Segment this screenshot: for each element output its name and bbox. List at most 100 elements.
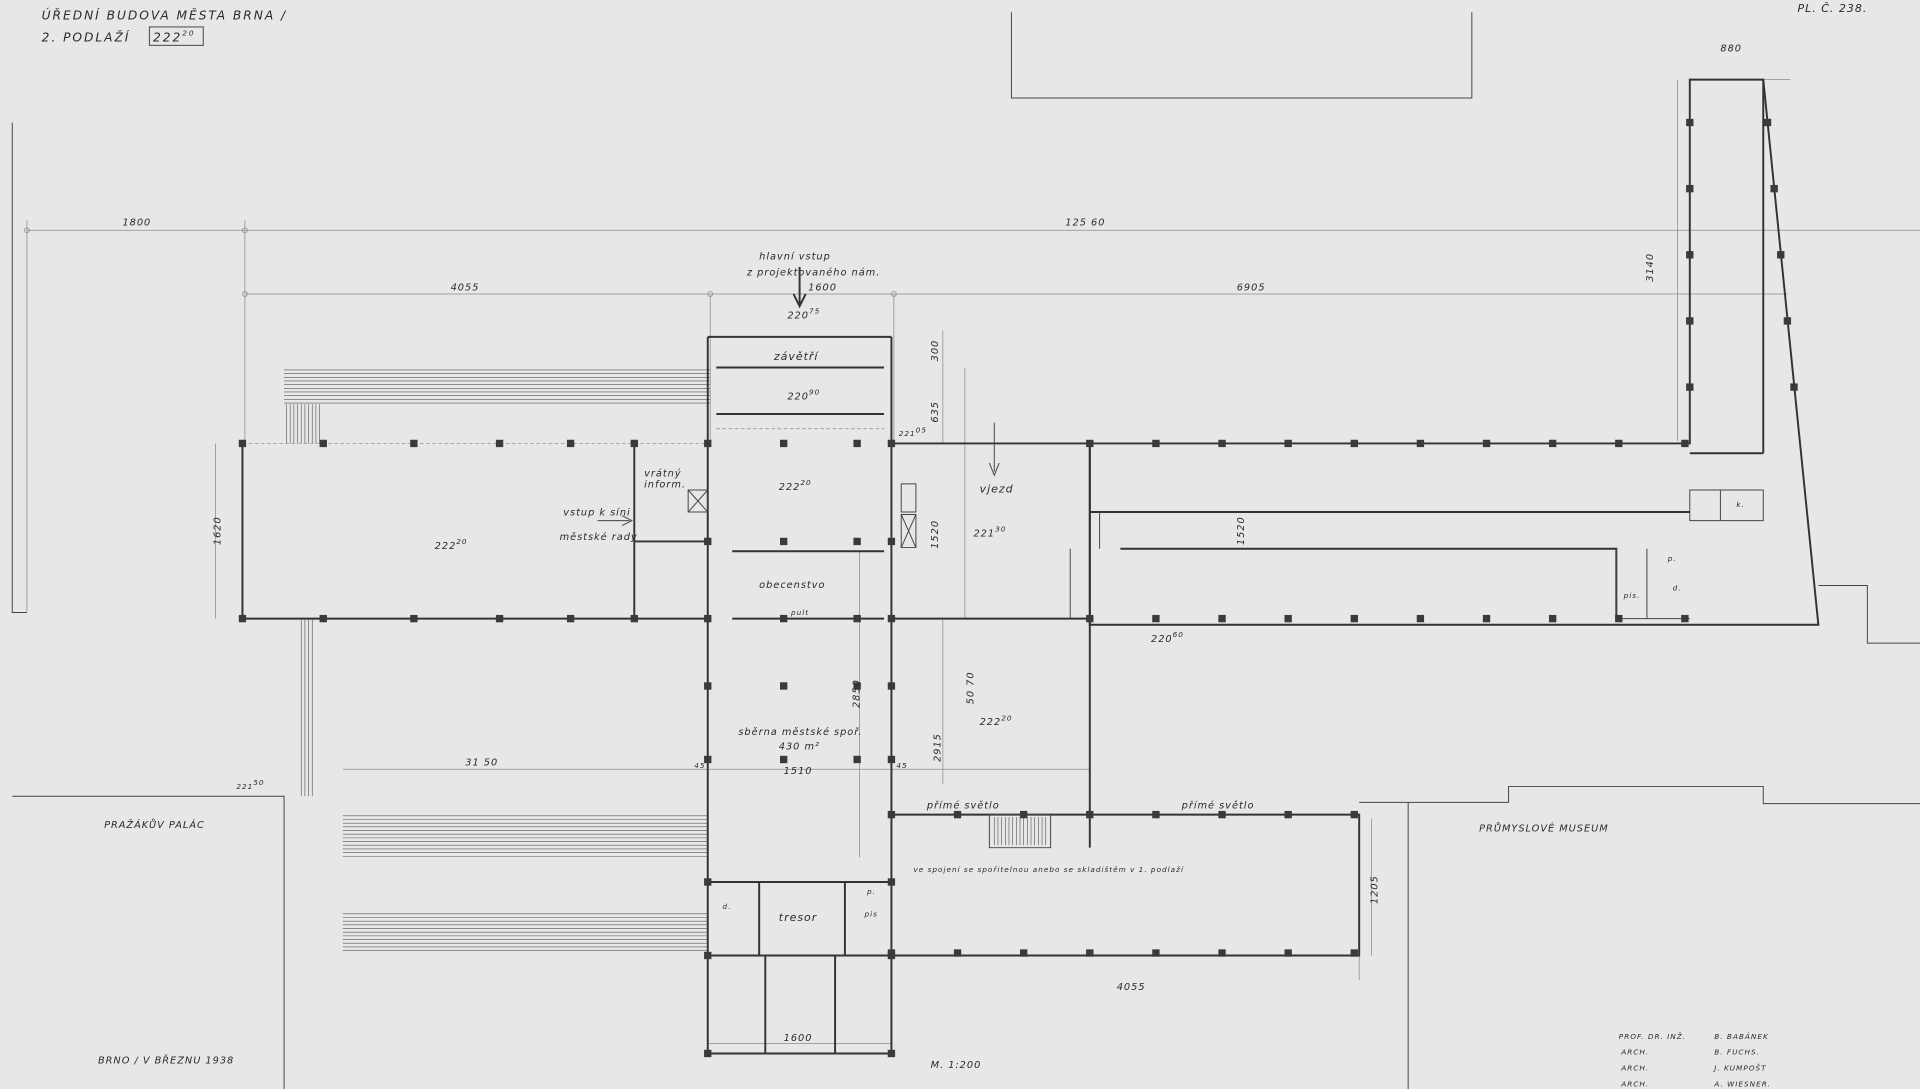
label-room: p.: [866, 887, 876, 896]
label-room: pis: [863, 909, 877, 918]
elevation-mark: 22075: [787, 307, 820, 322]
column: [887, 614, 896, 623]
dim-text: 45: [896, 761, 907, 770]
label-prazak-palace: PRAŽÁKŮV PALÁC: [104, 818, 205, 831]
column: [566, 614, 575, 623]
dimension-lines: [24, 79, 1920, 1054]
column: [780, 439, 788, 448]
column: [780, 682, 788, 690]
column: [1686, 383, 1694, 391]
dim-text: 1600: [808, 282, 837, 293]
elevation-mark: 22105: [899, 425, 927, 438]
column: [953, 949, 962, 957]
label-porter: vrátný: [644, 468, 682, 480]
column: [566, 439, 575, 448]
column: [410, 439, 418, 448]
column: [1152, 810, 1160, 819]
column: [1777, 251, 1785, 259]
dim-text: 1520: [930, 520, 941, 549]
column: [853, 755, 861, 764]
column: [410, 614, 418, 623]
column: [704, 439, 712, 448]
column: [704, 878, 712, 886]
main-entrance-arrow: [792, 267, 807, 309]
column: [953, 810, 962, 819]
column: [1482, 614, 1491, 623]
top-neighbour-outline: [1010, 12, 1473, 99]
dim-text: 635: [930, 401, 941, 423]
column: [1763, 118, 1772, 127]
column: [887, 878, 896, 886]
author-name: B. FUCHS.: [1714, 1048, 1760, 1057]
column: [887, 951, 896, 960]
elevation-mark: 22130: [973, 525, 1006, 540]
label-council-entrance: vstup k síni: [563, 507, 630, 519]
column: [495, 439, 504, 448]
place-date: BRNO / V BŘEZNU 1938: [98, 1053, 234, 1066]
floor-level-box: [148, 26, 204, 46]
column: [853, 537, 861, 546]
column: [1770, 184, 1778, 193]
label-industrial-museum: PRŮMYSLOVÉ MUSEUM: [1479, 822, 1609, 835]
column: [1350, 949, 1358, 957]
column: [1218, 439, 1226, 448]
ground-line-right: [1359, 585, 1920, 1089]
dim-text: 6905: [1237, 282, 1266, 293]
column: [1020, 949, 1028, 957]
label-vault: tresor: [779, 911, 818, 924]
elevation-mark: 22220: [435, 537, 468, 552]
column: [887, 682, 896, 690]
column: [853, 682, 861, 690]
author-name: B. BABÁNEK: [1714, 1032, 1769, 1041]
column: [1548, 614, 1557, 623]
column: [1790, 383, 1798, 391]
dim-text: 3140: [1645, 253, 1656, 282]
column: [1152, 439, 1160, 448]
column: [630, 614, 638, 623]
label-room: pis.: [1623, 591, 1641, 600]
columns: [238, 118, 1798, 1058]
column: [780, 537, 788, 546]
column: [1783, 317, 1792, 325]
label-room: d.: [722, 902, 731, 911]
column: [238, 614, 247, 623]
dim-text: 4055: [1117, 982, 1146, 993]
scale-label: M. 1:200: [931, 1060, 982, 1071]
elevation-mark: 22060: [1151, 630, 1184, 645]
column: [1218, 810, 1226, 819]
column: [780, 755, 788, 764]
sheet-number: PL. Č. 238.: [1798, 2, 1868, 15]
column: [1350, 614, 1358, 623]
label-zaveti: závětří: [773, 350, 820, 363]
elevation-mark: 22090: [787, 387, 820, 402]
dim-text: 880: [1720, 43, 1742, 54]
column: [1284, 810, 1292, 819]
column: [704, 614, 712, 623]
author-name: J. KUMPOŠT: [1712, 1064, 1766, 1073]
column: [1152, 614, 1160, 623]
dim-text: 2850: [852, 679, 863, 708]
column: [1218, 614, 1226, 623]
label-driveway: vjezd: [980, 482, 1014, 495]
column: [1686, 118, 1694, 127]
column: [1350, 810, 1358, 819]
column: [1482, 439, 1491, 448]
drawing-title: ÚŘEDNÍ BUDOVA MĚSTA BRNA /: [42, 8, 287, 23]
label-savings-office: sběrna městské spoř.: [738, 726, 862, 738]
column: [1020, 810, 1028, 819]
column: [1615, 439, 1623, 448]
column: [1152, 949, 1160, 957]
column: [1218, 949, 1226, 957]
author-role: ARCH.: [1620, 1080, 1649, 1089]
dim-text: 125 60: [1065, 217, 1105, 228]
column: [1086, 439, 1094, 448]
walls: [241, 78, 1820, 1055]
column: [1681, 614, 1689, 623]
column: [1615, 614, 1623, 623]
column: [1686, 317, 1694, 325]
label-room: k.: [1736, 500, 1745, 509]
column: [887, 537, 896, 546]
column: [630, 439, 638, 448]
